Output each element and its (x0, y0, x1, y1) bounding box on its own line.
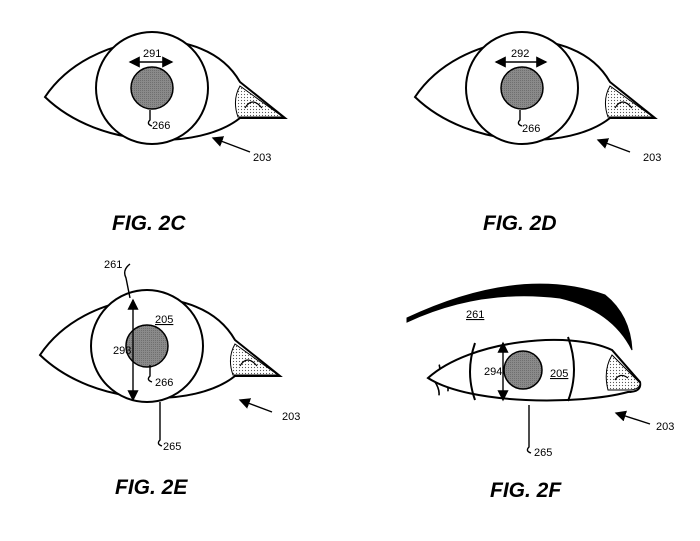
label-266: 266 (152, 120, 170, 132)
label-265: 265 (163, 441, 181, 453)
label-203: 203 (282, 411, 300, 423)
leader-265 (157, 402, 163, 447)
eyebrow (406, 283, 633, 351)
eye-fig-2c (43, 31, 288, 145)
label-266: 266 (155, 377, 173, 389)
caption-fig-2f: FIG. 2F (490, 479, 562, 502)
leader-261 (123, 263, 131, 299)
label-265: 265 (534, 447, 552, 459)
arrow-203 (211, 136, 251, 153)
label-294: 294 (484, 366, 502, 378)
caruncle (234, 85, 285, 118)
arrow-203 (614, 410, 651, 425)
fig-2c-annotations (128, 56, 251, 153)
caption-fig-2c: FIG. 2C (112, 212, 186, 235)
caruncle (229, 343, 280, 376)
leader-265 (526, 405, 532, 454)
iris-left-edge (469, 342, 476, 401)
caruncle (605, 354, 641, 391)
pupil (130, 66, 174, 110)
leader-266 (517, 110, 523, 127)
caption-fig-2d: FIG. 2D (483, 212, 557, 235)
label-266: 266 (522, 123, 540, 135)
label-292: 292 (511, 48, 529, 60)
eye-fig-2e (38, 289, 283, 403)
pupil (500, 66, 544, 110)
label-293: 293 (113, 345, 131, 357)
pupil (503, 350, 543, 390)
caruncle-fold (614, 374, 629, 381)
caruncle-fold (244, 101, 263, 109)
label-203: 203 (656, 421, 674, 433)
caruncle-fold (614, 101, 633, 109)
label-205: 205 (550, 368, 568, 380)
caption-fig-2e: FIG. 2E (115, 476, 188, 499)
arrow-203 (596, 138, 631, 153)
caruncle-fold (239, 359, 258, 367)
caruncle (604, 85, 655, 118)
eye-fig-2f (406, 283, 642, 402)
label-203: 203 (253, 152, 271, 164)
eye-fig-2d (413, 31, 658, 145)
arrow-203 (238, 398, 273, 413)
fig-2f-annotations (497, 341, 651, 454)
leader-266 (147, 110, 153, 127)
label-205: 205 (155, 314, 173, 326)
label-261: 261 (466, 309, 484, 321)
fig-2e-annotations (123, 263, 273, 447)
label-261: 261 (104, 259, 122, 271)
leader-266 (147, 365, 153, 383)
fig-2d-annotations (494, 56, 631, 153)
label-291: 291 (143, 48, 161, 60)
iris-right-edge (567, 336, 575, 402)
label-203: 203 (643, 152, 661, 164)
